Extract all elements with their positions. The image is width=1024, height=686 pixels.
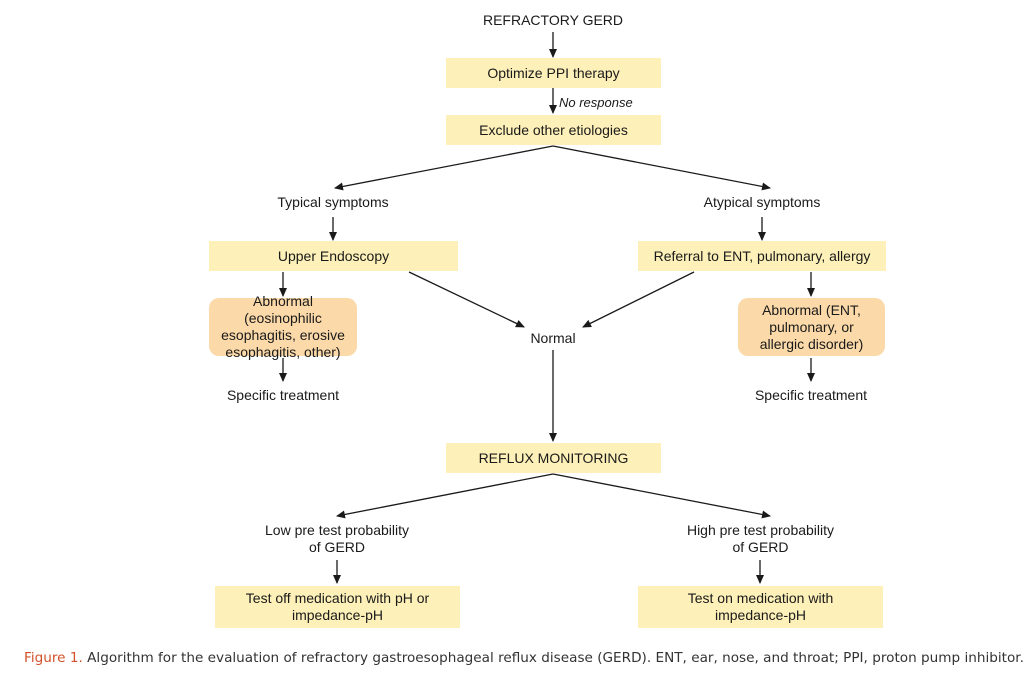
arrow-reflux-to-low	[336, 473, 554, 519]
node-test-off-medication: Test off medication with pH or impedance…	[215, 586, 460, 628]
figure-label: Figure 1.	[24, 650, 83, 666]
node-referral: Referral to ENT, pulmonary, allergy	[638, 241, 886, 271]
arrow-exclude-to-typical	[334, 145, 554, 191]
node-abnormal-esophagitis: Abnormal (eosinophilic esophagitis, eros…	[209, 293, 357, 360]
node-abnormal-ent: Abnormal (ENT, pulmonary, or allergic di…	[738, 298, 885, 356]
node-typical-symptoms: Typical symptoms	[277, 193, 389, 210]
node-reflux-monitoring: REFLUX MONITORING	[446, 443, 661, 473]
node-low-probability: Low pre test probability of GERD	[265, 522, 409, 555]
node-test-on-medication: Test on medication with impedance-pH	[638, 586, 883, 628]
arrow-endoscopy-to-normal	[408, 271, 525, 328]
node-atypical-symptoms: Atypical symptoms	[703, 193, 821, 210]
figure-caption: Figure 1. Algorithm for the evaluation o…	[24, 650, 1024, 666]
figure-caption-text: Algorithm for the evaluation of refracto…	[82, 650, 1024, 666]
arrow-exclude-to-atypical	[552, 145, 771, 191]
node-refractory-gerd: REFRACTORY GERD	[482, 11, 624, 28]
node-optimize-ppi: Optimize PPI therapy	[446, 58, 661, 88]
arrow-referral-to-normal	[582, 271, 695, 328]
node-upper-endoscopy: Upper Endoscopy	[209, 241, 458, 271]
node-normal: Normal	[530, 329, 576, 346]
label-no-response: No response	[559, 94, 633, 110]
arrow-reflux-to-high	[552, 473, 771, 519]
node-specific-treatment-right: Specific treatment	[754, 386, 868, 403]
node-specific-treatment-left: Specific treatment	[226, 386, 340, 403]
node-high-probability: High pre test probability of GERD	[686, 522, 835, 555]
node-exclude-etiologies: Exclude other etiologies	[446, 115, 661, 145]
